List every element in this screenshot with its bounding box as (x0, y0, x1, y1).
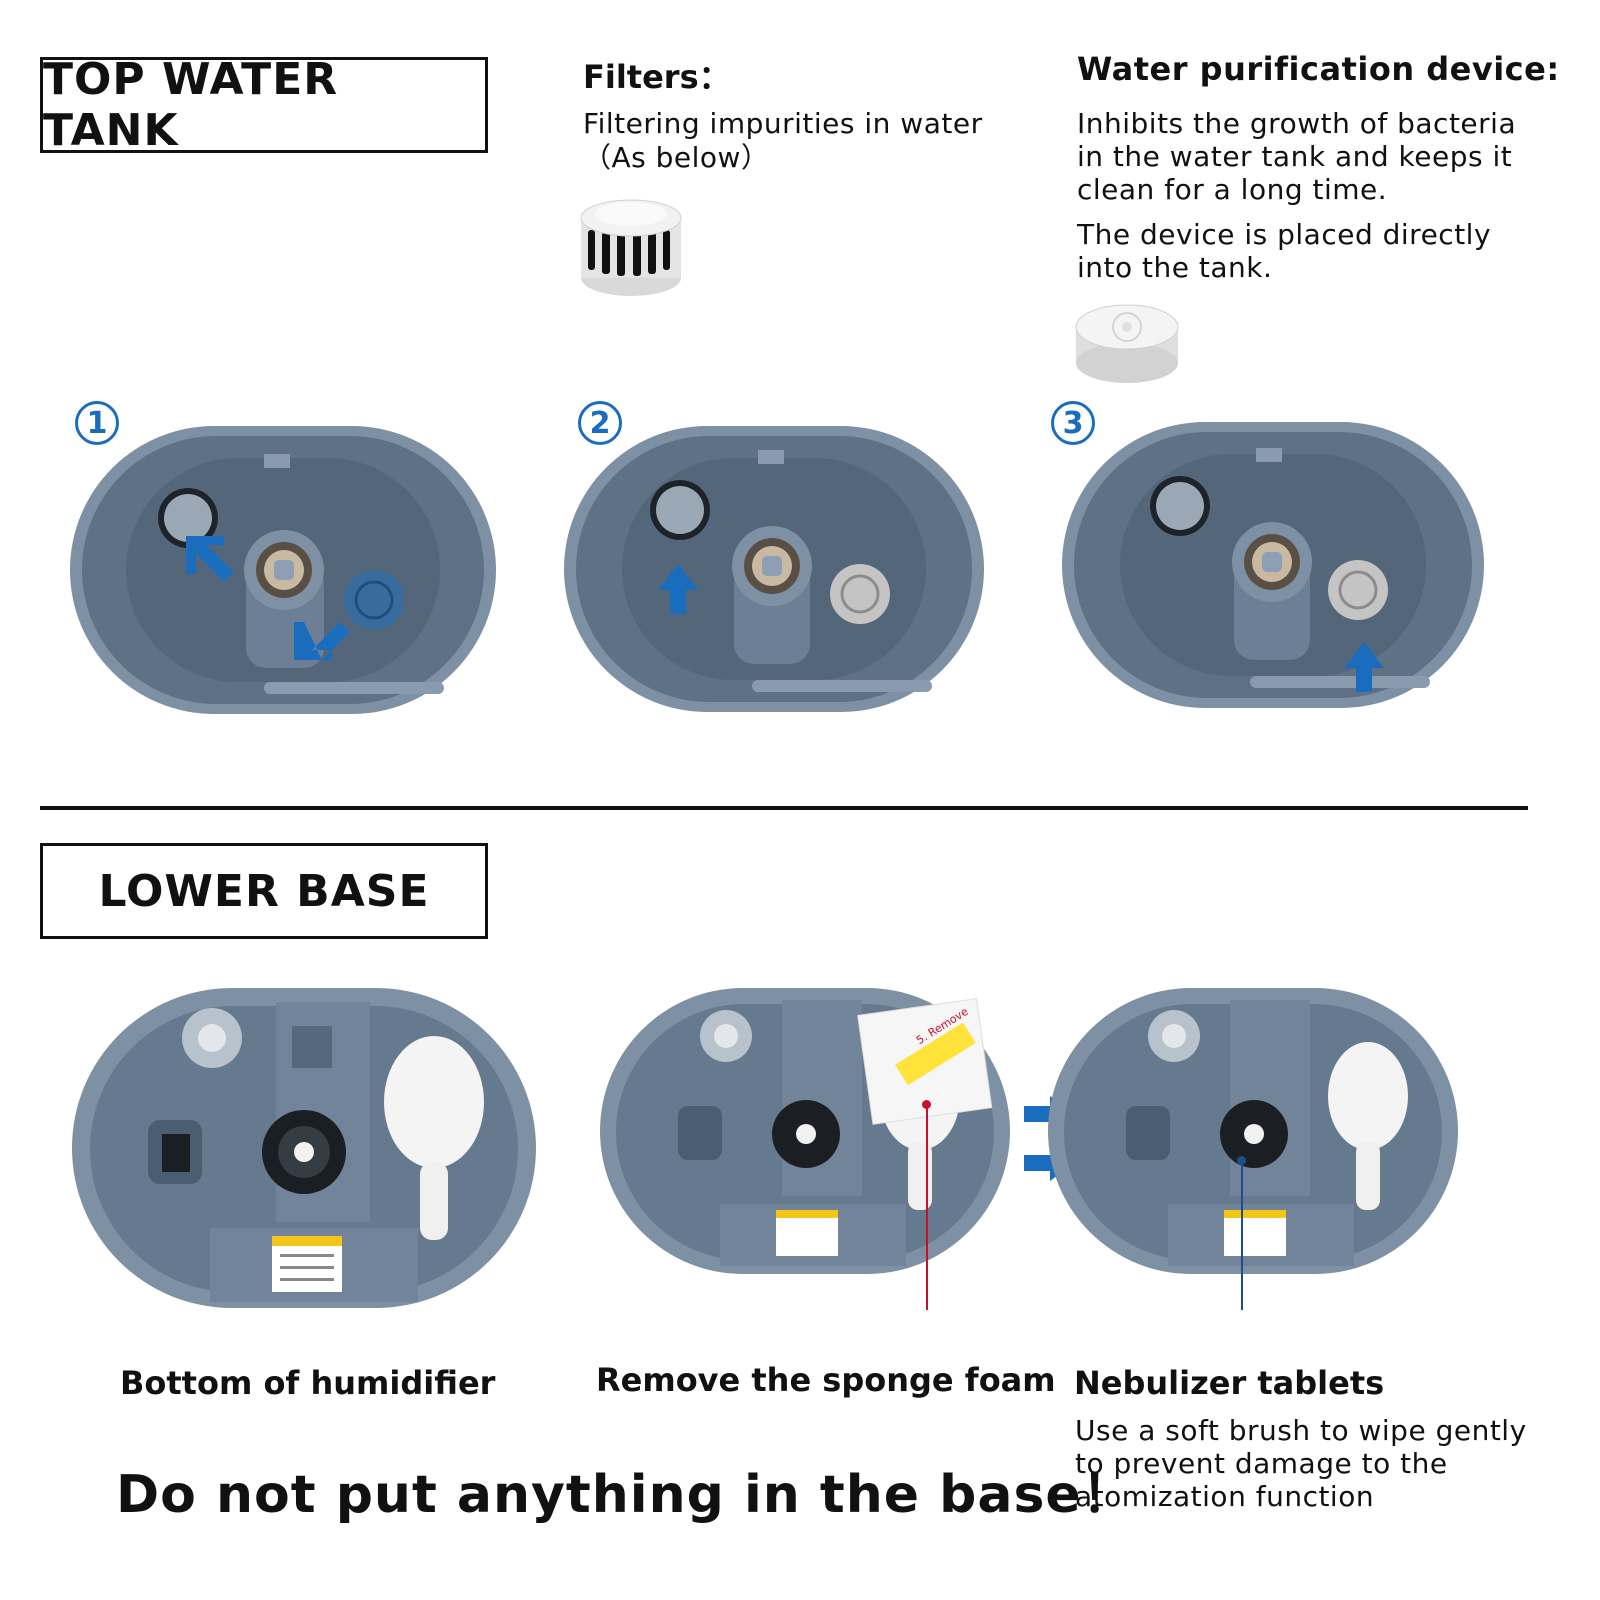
nebulizer-line3: atomization function (1075, 1480, 1375, 1513)
caption-bottom-of-humidifier: Bottom of humidifier (120, 1364, 496, 1402)
caption-remove-sponge: Remove the sponge foam (596, 1361, 1056, 1399)
purification-device-image (1075, 304, 1179, 383)
filter-cartridge-image (580, 199, 682, 296)
step-3-badge: 3 (1051, 401, 1095, 445)
filters-line2: （As below） (583, 141, 770, 174)
tank-step-2-image (564, 426, 984, 712)
sponge-pointer-line (926, 1104, 928, 1310)
section-divider (40, 806, 1528, 810)
step-1-badge: 1 (75, 401, 119, 445)
nebulizer-line2: to prevent damage to the (1075, 1447, 1448, 1480)
sponge-pointer-dot (922, 1100, 931, 1109)
nebulizer-heading: Nebulizer tablets (1074, 1364, 1385, 1402)
step-2-badge: 2 (578, 401, 622, 445)
purifier-line4: The device is placed directly (1077, 218, 1492, 251)
warning-do-not-put-anything: Do not put anything in the base！ (116, 1465, 1135, 1525)
base-sponge-image (600, 988, 1010, 1274)
nebulizer-line1: Use a soft brush to wipe gently (1075, 1414, 1527, 1447)
warning-label-2 (776, 1210, 838, 1256)
purifier-line3: clean for a long time. (1077, 173, 1388, 206)
warning-label-1 (272, 1236, 342, 1292)
nebulizer-pointer-line (1241, 1160, 1243, 1310)
tank-step-3-image (1062, 422, 1484, 708)
filters-heading: Filters： (583, 58, 731, 96)
base-nebulizer-image (1048, 988, 1458, 1274)
purifier-line1: Inhibits the growth of bacteria (1077, 107, 1517, 140)
warning-label-3 (1224, 1210, 1286, 1256)
purifier-line2: in the water tank and keeps it (1077, 140, 1513, 173)
filters-line1: Filtering impurities in water (583, 107, 983, 140)
purifier-heading: Water purification device: (1077, 50, 1560, 88)
nebulizer-pointer-dot (1237, 1156, 1246, 1165)
purifier-line5: into the tank. (1077, 251, 1273, 284)
tank-step-1-image (70, 426, 496, 714)
lower-base-title: LOWER BASE (40, 843, 488, 939)
base-bottom-image (72, 988, 536, 1308)
top-water-tank-title: TOP WATER TANK (40, 54, 488, 156)
